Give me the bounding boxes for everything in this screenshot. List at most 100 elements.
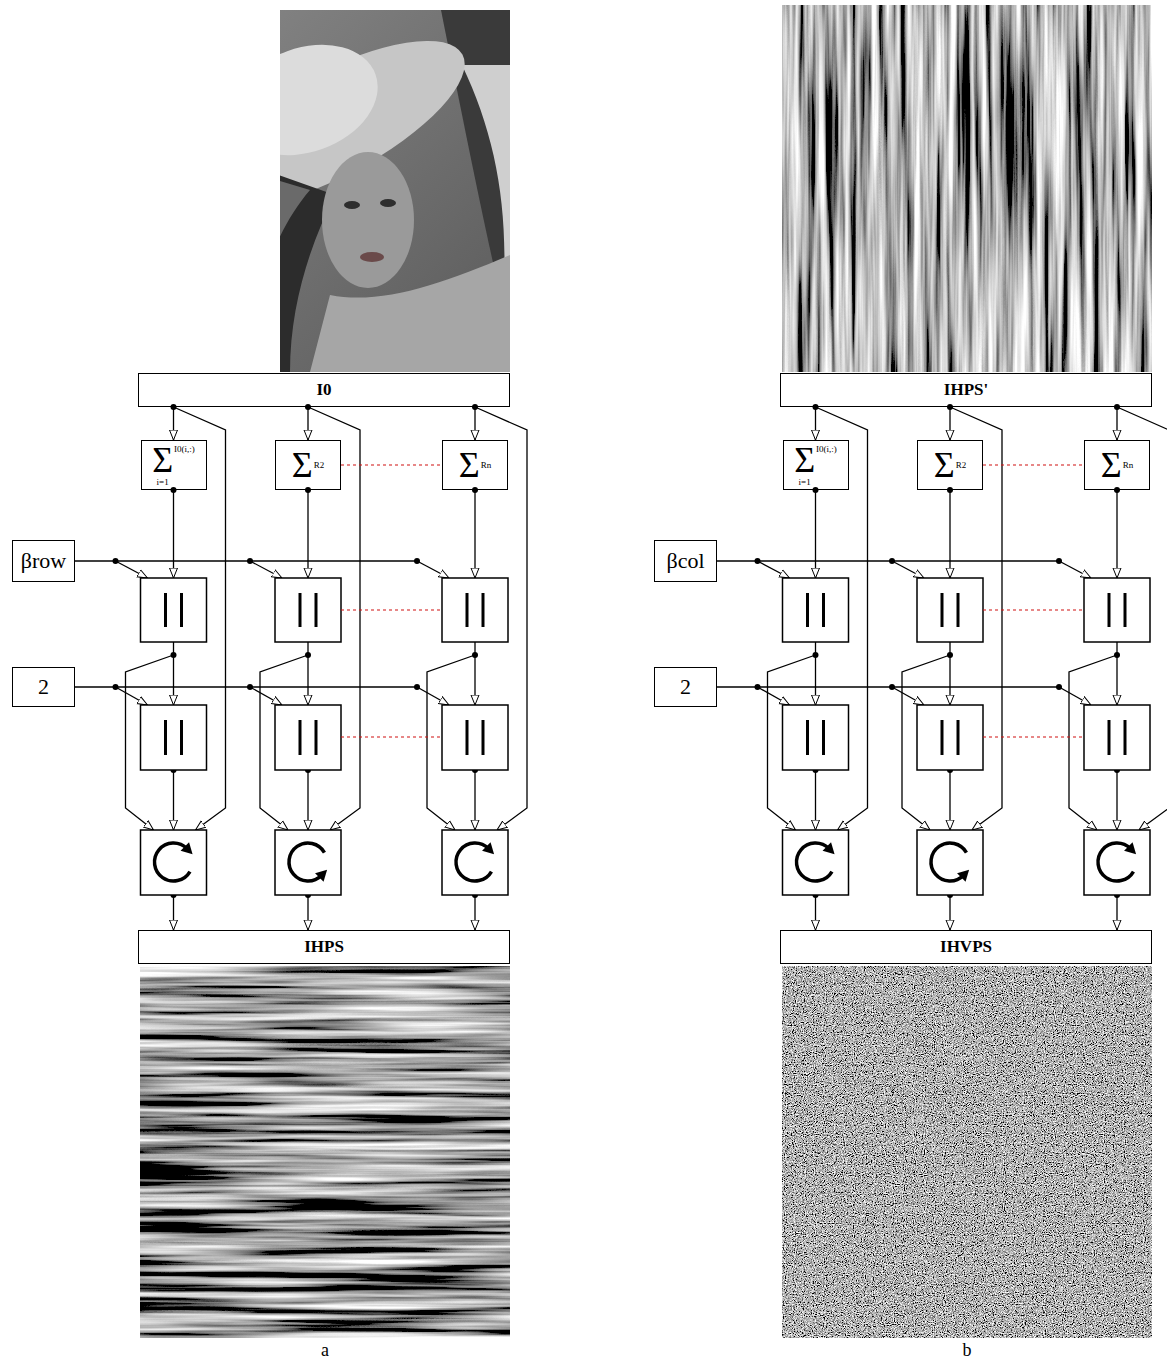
modulus-box (1084, 705, 1150, 770)
signal-wire (949, 770, 950, 830)
modulus-bar (299, 593, 302, 627)
sum-symbol: Σ (292, 448, 313, 482)
signal-wire (417, 561, 449, 578)
signal-wire (116, 561, 148, 578)
modulus-bar (466, 720, 469, 755)
modulus-box (1084, 578, 1150, 642)
image-bar: IHPS' (780, 373, 1152, 407)
data-arrow (474, 407, 475, 440)
signal-wire (474, 895, 475, 930)
rotation-box (783, 830, 849, 895)
signal-wire (815, 770, 816, 830)
modulus-bar (315, 593, 318, 627)
summation-box: ΣR2 (917, 440, 983, 490)
modulus-bar (822, 593, 825, 627)
image-name: IHVPS (940, 937, 992, 957)
continuation-line (983, 609, 1084, 610)
eye (380, 199, 396, 207)
signal-wire (417, 687, 449, 705)
signal-wire (717, 686, 1059, 687)
signal-wire (250, 687, 282, 705)
modulus-bar (482, 593, 485, 627)
parameter-value: 2 (680, 674, 691, 700)
scrambled-image (140, 966, 510, 1338)
rotation-box (275, 830, 341, 895)
signal-wire (815, 895, 816, 930)
sum-operand: R2 (314, 461, 325, 470)
panel-drawing (75, 5, 527, 1338)
modulus-bar (1108, 720, 1111, 755)
signal-wire (474, 770, 475, 830)
modulus-bar (941, 720, 944, 755)
modulus-bar (1124, 720, 1127, 755)
modulus-box (917, 578, 983, 642)
rotation-arrowhead (482, 842, 494, 854)
signal-wire (892, 687, 924, 705)
panel-drawing (717, 5, 1167, 1338)
modulus-box (783, 705, 849, 770)
summation-box: ΣRn (1084, 440, 1150, 490)
continuation-line (983, 464, 1084, 465)
summation-box: ΣRn (442, 440, 508, 490)
parameter-value: βrow (21, 548, 66, 574)
modulus-bar (299, 720, 302, 755)
modulus-bar (957, 720, 960, 755)
face (322, 152, 414, 288)
data-arrow (949, 407, 950, 440)
feather (280, 175, 310, 335)
continuation-line (341, 464, 442, 465)
sum-operand: R2 (956, 461, 967, 470)
signal-wire (474, 642, 475, 705)
sum-operand: Rn (1123, 461, 1134, 470)
image-name: IHPS (304, 937, 344, 957)
rotation-arrowhead (1124, 842, 1136, 854)
sum-operand: I0(i,:) (816, 445, 837, 454)
parameter-value: 2 (38, 674, 49, 700)
modulus-box (275, 578, 341, 642)
modulus-bar (806, 720, 809, 755)
parameter-box: βrow (12, 540, 75, 582)
modulus-box (141, 578, 207, 642)
modulus-bar (164, 720, 167, 755)
modulus-box (442, 578, 508, 642)
mouth (360, 252, 384, 262)
sum-symbol: Σ (152, 443, 173, 477)
signal-wire (949, 642, 950, 705)
signal-wire (173, 770, 174, 830)
signal-wire (474, 490, 475, 578)
data-arrow (1116, 407, 1117, 440)
sum-index: i=1 (799, 478, 811, 487)
parameter-box: 2 (12, 667, 75, 707)
modulus-bar (180, 593, 183, 627)
hat-crown (280, 25, 393, 174)
image-name: I0 (316, 380, 331, 400)
modulus-bar (164, 593, 167, 627)
rotation-box (442, 830, 508, 895)
signal-wire (173, 895, 174, 930)
continuation-line (341, 609, 442, 610)
signal-wire (1116, 490, 1117, 578)
signal-wire (1116, 895, 1117, 930)
modulus-bar (822, 720, 825, 755)
sum-operand: Rn (481, 461, 492, 470)
modulus-box (141, 705, 207, 770)
sum-index: i=1 (157, 478, 169, 487)
image-name: IHPS' (944, 380, 988, 400)
rotation-box (917, 830, 983, 895)
scrambled-image (782, 5, 1152, 372)
modulus-box (917, 705, 983, 770)
panel-label: a (305, 1340, 345, 1361)
parameter-box: βcol (654, 540, 717, 582)
signal-wire (758, 561, 790, 578)
rotation-arrowhead (957, 870, 969, 882)
signal-wire (949, 895, 950, 930)
modulus-bar (957, 593, 960, 627)
eye (344, 201, 360, 209)
modulus-bar (1124, 593, 1127, 627)
signal-wire (75, 686, 417, 687)
parameter-box: 2 (654, 667, 717, 707)
sum-symbol: Σ (794, 443, 815, 477)
